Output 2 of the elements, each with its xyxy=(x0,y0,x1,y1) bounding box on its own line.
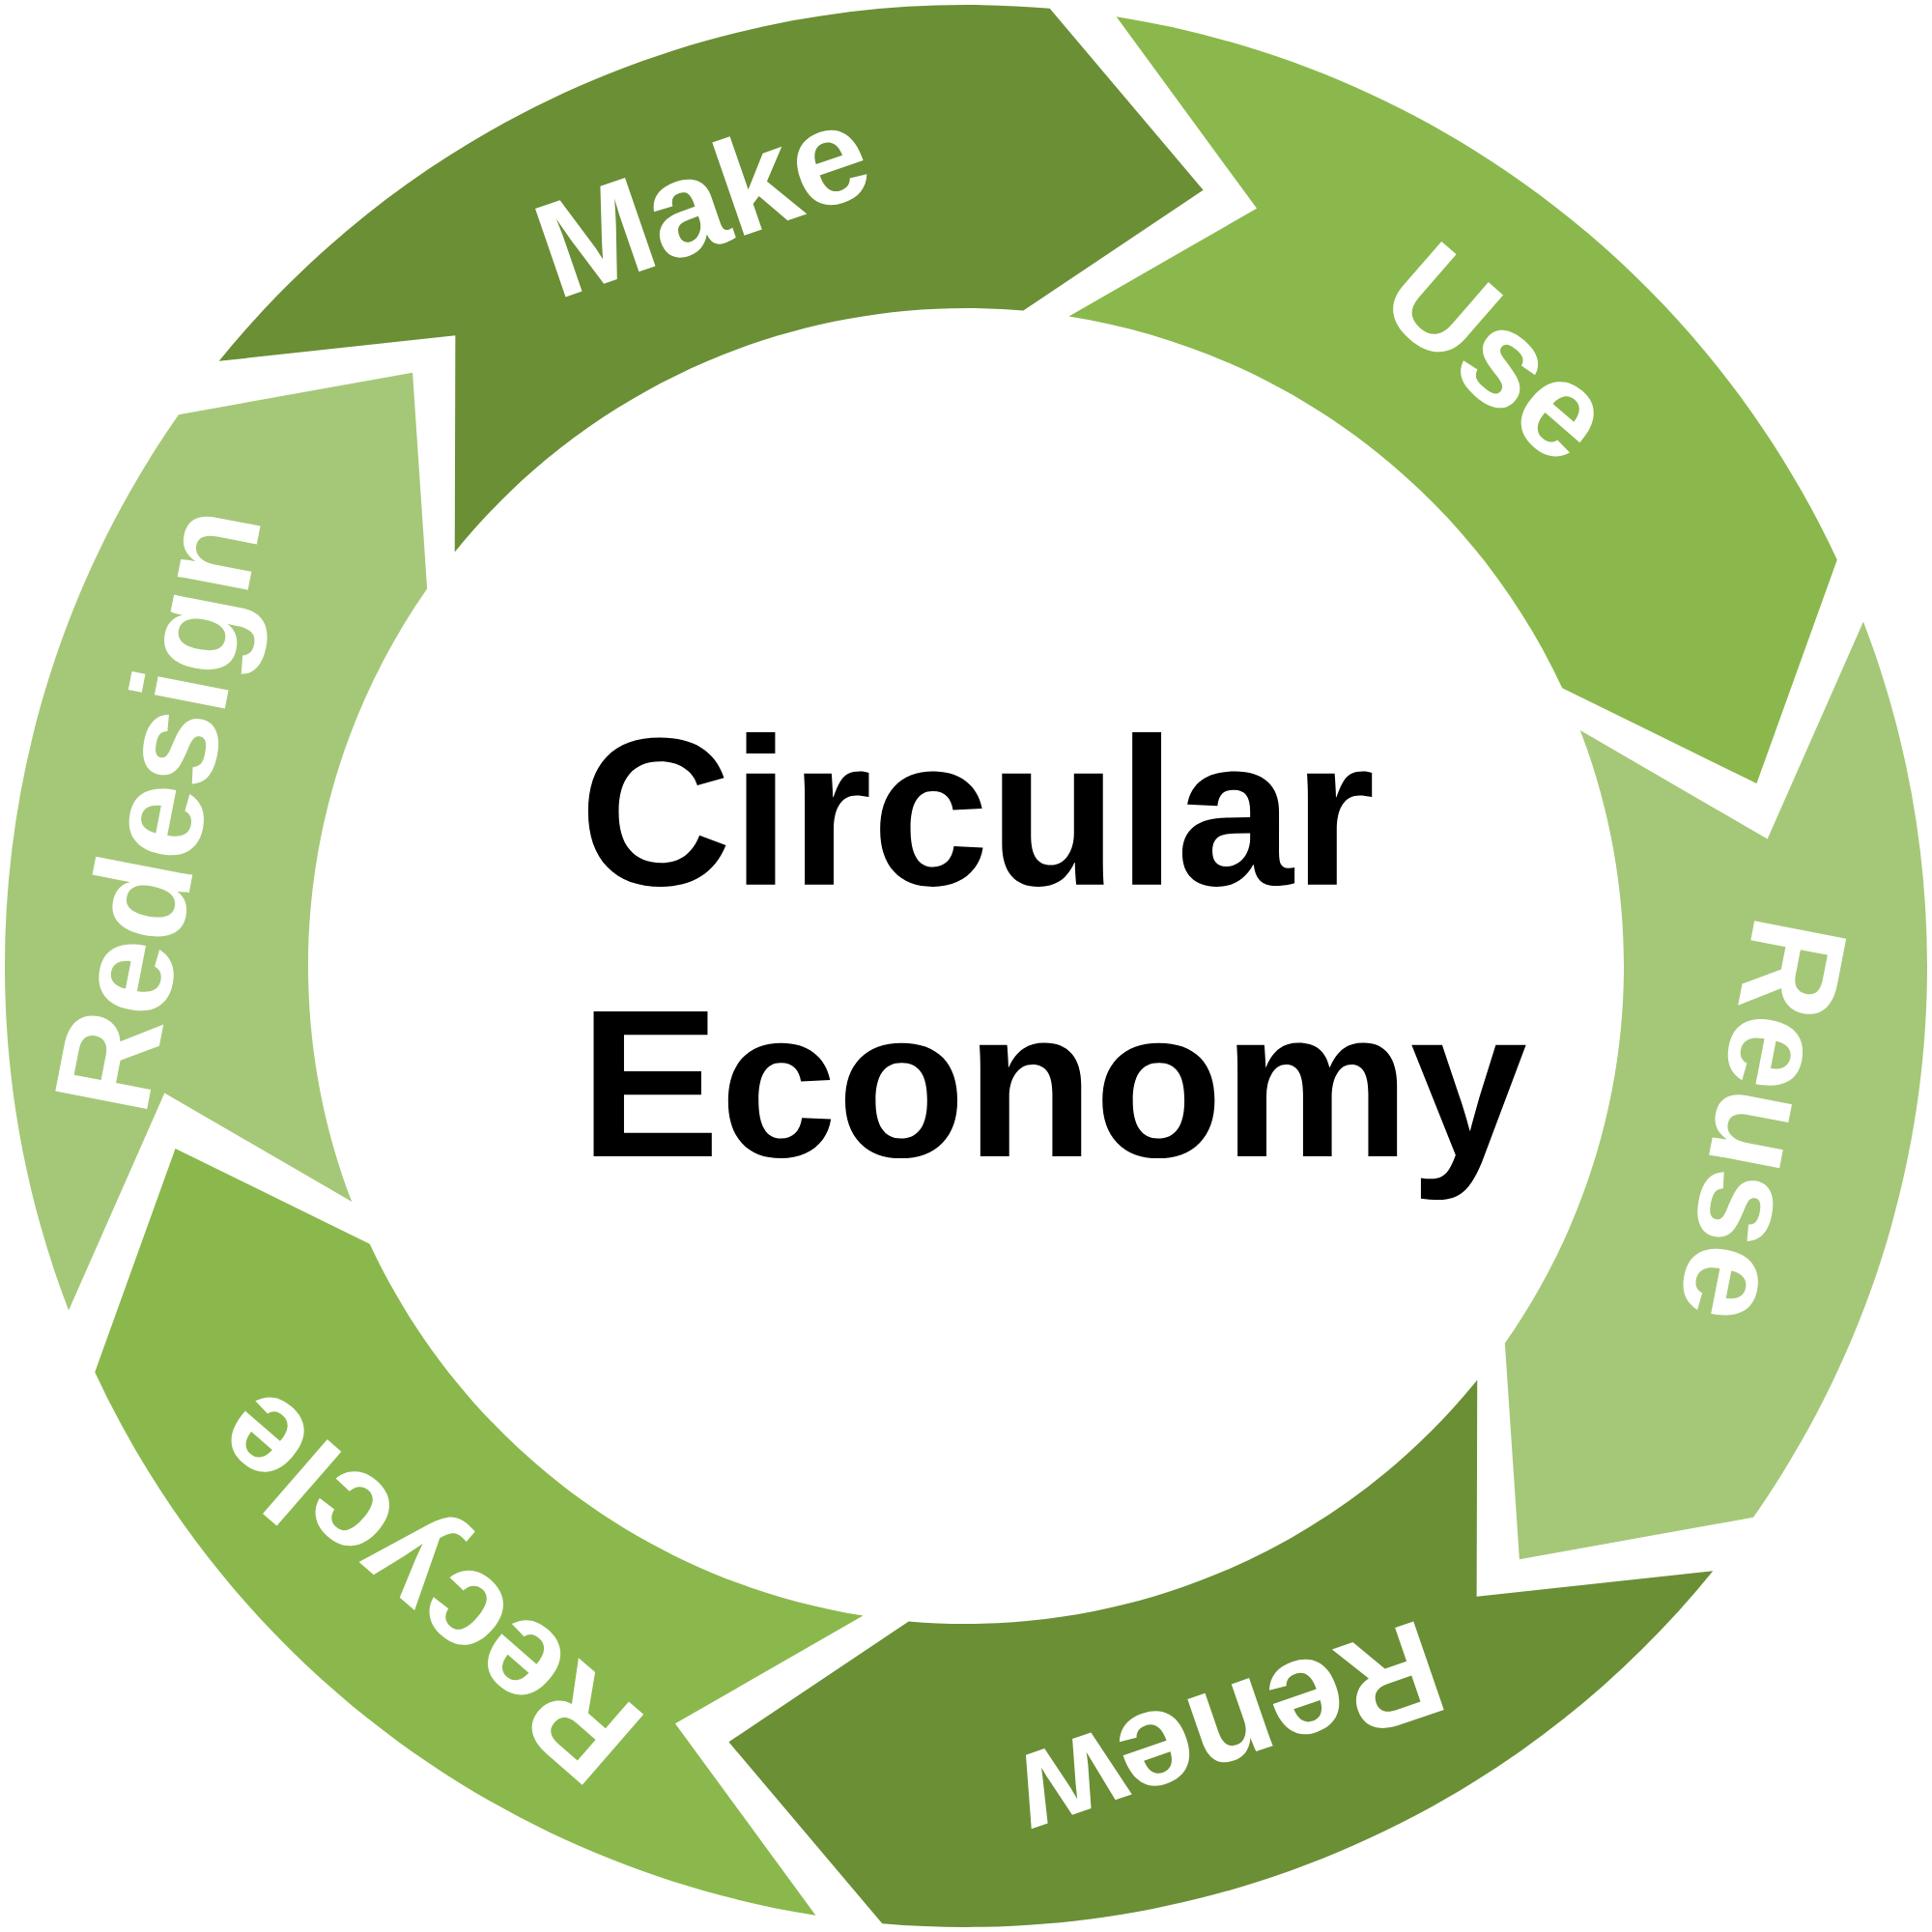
ring-segment: Redesign xyxy=(5,372,428,1311)
ring-segment: Renew xyxy=(728,1379,1714,1927)
